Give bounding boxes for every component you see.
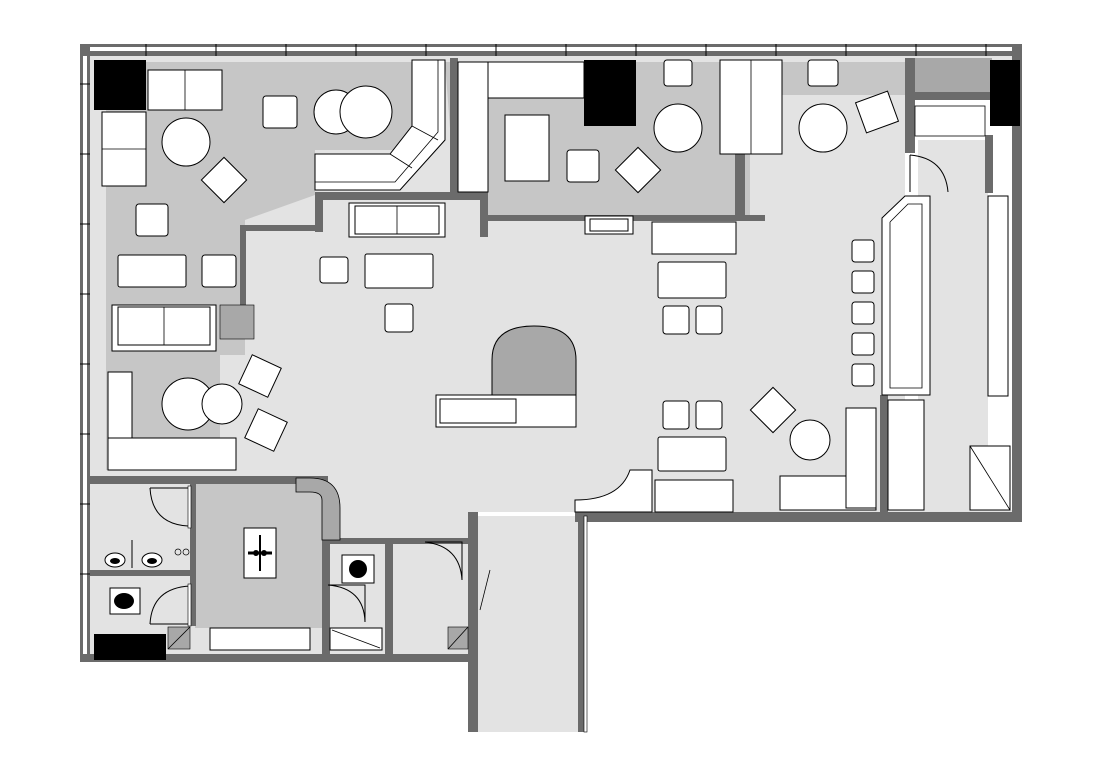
cabinet <box>584 215 634 235</box>
exit-corridor <box>478 516 578 732</box>
reception-desk <box>435 394 577 428</box>
round-table <box>789 419 831 461</box>
curved-wall <box>295 477 341 541</box>
bottom-wall-left <box>80 654 470 662</box>
sofa-corner <box>107 437 237 471</box>
table <box>657 436 727 472</box>
service-top-wall <box>88 476 328 484</box>
upper-partition-8 <box>240 225 246 305</box>
round-table <box>201 383 243 425</box>
table <box>657 261 727 299</box>
curved-partition <box>574 469 653 513</box>
right-wall <box>1012 44 1022 522</box>
bar-stool <box>851 239 875 263</box>
chair <box>201 254 237 288</box>
round-table <box>653 103 703 153</box>
round-table <box>798 103 848 153</box>
chair <box>807 59 839 87</box>
column-nw <box>94 60 146 110</box>
chair <box>663 59 693 87</box>
toilet-icon <box>114 593 134 609</box>
bottom-wall-right <box>575 512 1022 522</box>
top-window <box>86 47 1014 51</box>
chair <box>854 90 900 134</box>
back-counter <box>987 195 1009 397</box>
angled-bench <box>314 59 446 191</box>
table <box>364 253 434 289</box>
bar-stool <box>851 270 875 294</box>
bench <box>654 479 734 513</box>
column-sw <box>94 634 166 660</box>
round-table <box>161 117 211 167</box>
sofa-corner <box>845 407 877 509</box>
right-room-wall-2 <box>905 58 915 153</box>
sink-icon <box>110 558 120 564</box>
bar-area <box>851 105 1011 511</box>
upper-partition-5 <box>315 192 485 200</box>
service-divider-2 <box>88 570 192 576</box>
planter <box>219 304 255 340</box>
chair <box>662 400 690 430</box>
reception-booth <box>491 325 577 396</box>
cabinet <box>914 105 986 137</box>
chair <box>135 203 169 237</box>
chair <box>244 408 288 452</box>
upper-lounge-furniture <box>348 59 900 255</box>
upper-partition-1 <box>450 58 458 198</box>
column-ne <box>990 60 1020 126</box>
sink-icon <box>147 558 157 564</box>
chair <box>662 305 690 335</box>
upper-partition-6 <box>315 192 323 232</box>
left-lounge-furniture <box>101 59 446 471</box>
counter <box>209 627 311 651</box>
bar-stool <box>851 301 875 325</box>
toilet-icon <box>349 560 367 578</box>
chair <box>319 256 349 284</box>
central-furniture <box>319 253 877 513</box>
chair <box>614 146 662 194</box>
upper-partition-3 <box>480 192 488 237</box>
right-room-wall-3 <box>985 135 993 193</box>
round-table <box>339 85 393 139</box>
chair <box>566 149 600 183</box>
walls <box>80 44 1022 733</box>
columns <box>94 60 1020 660</box>
table <box>504 114 550 182</box>
column-n <box>584 60 636 126</box>
service-room-fixtures <box>104 477 491 651</box>
service-divider-5 <box>322 538 472 544</box>
chair <box>262 95 298 129</box>
right-room-wall-1 <box>880 395 888 515</box>
door-swing <box>149 585 191 625</box>
bar-stool <box>851 363 875 387</box>
corridor-wall-left <box>468 512 478 732</box>
corner-block <box>912 58 992 93</box>
chair <box>749 386 797 434</box>
door-swing <box>909 154 949 193</box>
door-swing <box>327 584 366 623</box>
bar-stool <box>851 332 875 356</box>
corridor-wall-right <box>578 516 584 732</box>
service-divider-4 <box>385 540 393 658</box>
window-mullions <box>80 44 987 575</box>
left-window <box>83 56 87 656</box>
door-swing <box>424 541 463 581</box>
table <box>117 254 187 288</box>
bench-side <box>457 61 489 193</box>
chair <box>238 354 282 398</box>
chair <box>695 400 723 430</box>
chair <box>384 303 414 333</box>
door-swing <box>149 487 189 527</box>
service-divider-1 <box>190 476 196 626</box>
bar-counter <box>881 195 931 396</box>
chair <box>200 156 248 204</box>
corridor-glass <box>583 515 588 733</box>
storage <box>887 399 925 511</box>
corner-wall <box>912 92 992 100</box>
chair <box>695 305 723 335</box>
service-divider-3 <box>322 540 330 658</box>
sofa <box>651 221 737 255</box>
upper-partition-7 <box>240 225 320 231</box>
